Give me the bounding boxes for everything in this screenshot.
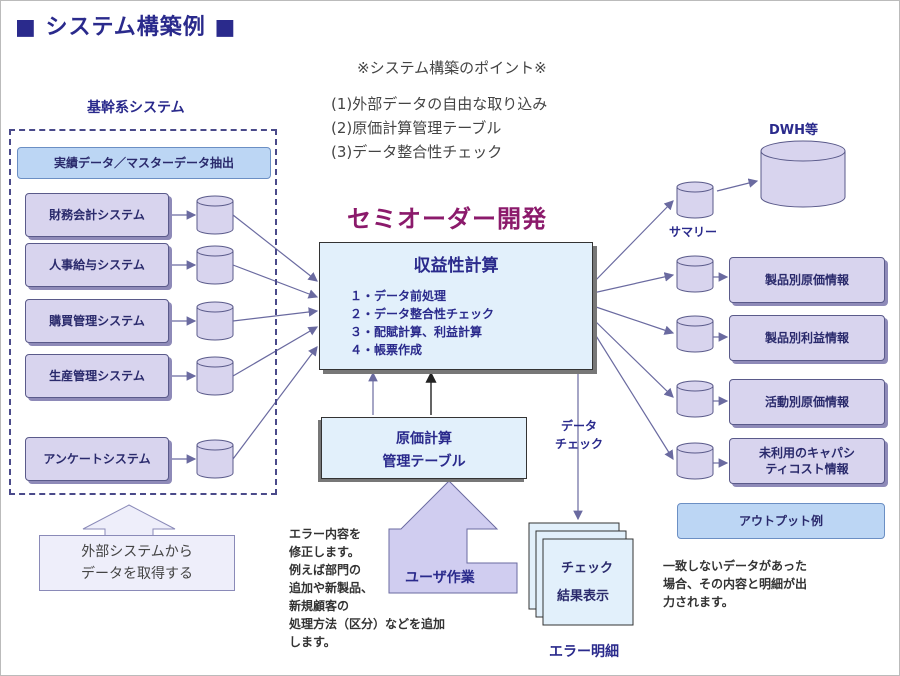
- extract-banner: 実績データ／マスターデータ抽出: [17, 147, 271, 179]
- system-box-payroll: 人事給与システム: [25, 243, 169, 287]
- main-to-output-arrows: [592, 200, 675, 461]
- points-heading: ※システム構築のポイント※: [357, 59, 547, 77]
- error-detail-label: エラー明細: [549, 644, 619, 660]
- system-box-survey: アンケートシステム: [25, 437, 169, 481]
- left-databases: [196, 195, 234, 479]
- core-system-group: [9, 129, 277, 495]
- data-check-label: データ チェック: [555, 419, 604, 451]
- external-system-note: 外部システムから データを取得する: [39, 535, 235, 591]
- summary-to-dwh-arrow: [716, 178, 759, 192]
- system-box-production: 生産管理システム: [25, 354, 169, 398]
- process-step: １・データ前処理: [350, 289, 447, 303]
- error-note: エラー内容を 修正します。 例えば部門の 追加や新製品、 新規顧客の 処理方法（…: [289, 527, 446, 649]
- dwh-database: [760, 140, 846, 208]
- summary-label: サマリー: [669, 225, 718, 239]
- system-to-db-arrows: [169, 210, 197, 464]
- output-box-product-profit: 製品別利益情報: [729, 315, 885, 361]
- db-to-output-arrows: [713, 272, 729, 468]
- core-system-label: 基幹系システム: [87, 100, 185, 116]
- output-box-unused-capacity: 未利用のキャパシ ティコスト情報: [729, 438, 885, 484]
- check-card-line2: 結果表示: [557, 589, 610, 604]
- dwh-label: DWH等: [769, 123, 819, 138]
- point-item: (3)データ整合性チェック: [331, 143, 503, 161]
- user-work-label: ユーザ作業: [405, 570, 475, 586]
- output-box-product-cost: 製品別原価情報: [729, 257, 885, 303]
- page-title: ■ システム構築例 ■: [15, 15, 237, 40]
- right-databases: [676, 181, 714, 480]
- check-card-stack: [528, 522, 634, 626]
- cost-table-box: 原価計算 管理テーブル: [321, 417, 527, 479]
- development-title: セミオーダー開発: [347, 205, 547, 233]
- system-box-purchasing: 購買管理システム: [25, 299, 169, 343]
- process-step: ２・データ整合性チェック: [350, 307, 495, 321]
- user-work-arrow: [388, 480, 518, 594]
- process-step: ３・配賦計算、利益計算: [350, 325, 483, 339]
- point-item: (2)原価計算管理テーブル: [331, 119, 502, 137]
- mismatch-note: 一致しないデータがあった 場合、その内容と明細が出 力されます。: [663, 559, 808, 609]
- point-item: (1)外部データの自由な取り込み: [331, 95, 548, 113]
- output-box-activity-cost: 活動別原価情報: [729, 379, 885, 425]
- output-example-banner: アウトプット例: [677, 503, 885, 539]
- profitability-box: 収益性計算 １・データ前処理 ２・データ整合性チェック ３・配賦計算、利益計算 …: [319, 242, 593, 370]
- system-box-accounting: 財務会計システム: [25, 193, 169, 237]
- check-card-line1: チェック: [561, 561, 614, 576]
- profitability-title: 収益性計算: [413, 256, 499, 276]
- process-step: ４・帳票作成: [350, 343, 423, 357]
